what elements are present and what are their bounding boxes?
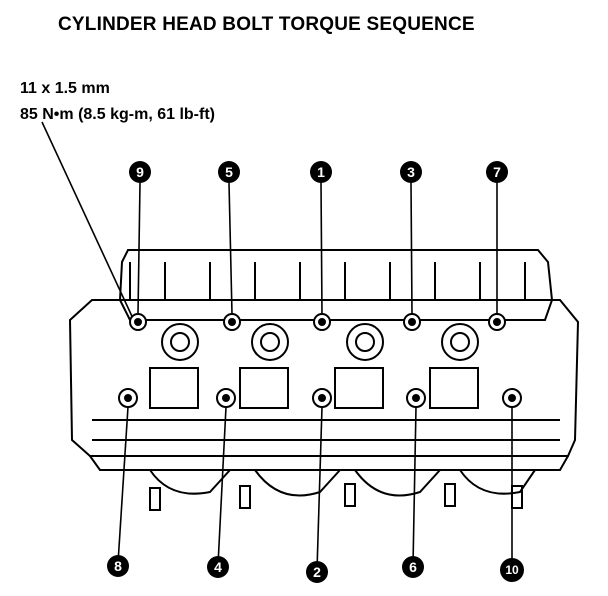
top-leaders xyxy=(137,182,498,315)
sequence-marker-9: 9 xyxy=(129,161,151,183)
bolt-size-label: 11 x 1.5 mm xyxy=(20,80,110,97)
sequence-marker-3: 3 xyxy=(400,161,422,183)
top-sequence-markers: 9 5 1 3 7 xyxy=(129,161,508,183)
spec-leader-line xyxy=(41,121,137,326)
bolt-torque-label: 85 N•m (8.5 kg-m, 61 lb-ft) xyxy=(20,106,215,123)
sequence-marker-6: 6 xyxy=(402,556,424,578)
sequence-marker-2: 2 xyxy=(306,561,328,583)
sequence-number: 4 xyxy=(214,559,222,575)
sequence-marker-7: 7 xyxy=(486,161,508,183)
sequence-number: 9 xyxy=(136,164,144,180)
sequence-marker-4: 4 xyxy=(207,556,229,578)
sequence-marker-1: 1 xyxy=(310,161,332,183)
sequence-number: 7 xyxy=(493,164,501,180)
sequence-number: 6 xyxy=(409,559,417,575)
sequence-number: 2 xyxy=(313,564,321,580)
sequence-number: 3 xyxy=(407,164,415,180)
bottom-sequence-markers: 8 4 2 6 10 xyxy=(107,555,524,583)
bottom-bolts xyxy=(118,388,522,408)
sequence-marker-5: 5 xyxy=(218,161,240,183)
cylinder-head-body xyxy=(68,249,580,511)
sequence-marker-8: 8 xyxy=(107,555,129,577)
sequence-number: 10 xyxy=(505,563,519,577)
sequence-number: 5 xyxy=(225,164,233,180)
sequence-number: 8 xyxy=(114,558,122,574)
sequence-number: 1 xyxy=(317,164,325,180)
top-bolts xyxy=(129,313,506,331)
bottom-leaders xyxy=(117,406,513,571)
diagram-title: CYLINDER HEAD BOLT TORQUE SEQUENCE xyxy=(58,14,475,35)
sequence-marker-10: 10 xyxy=(500,558,524,582)
